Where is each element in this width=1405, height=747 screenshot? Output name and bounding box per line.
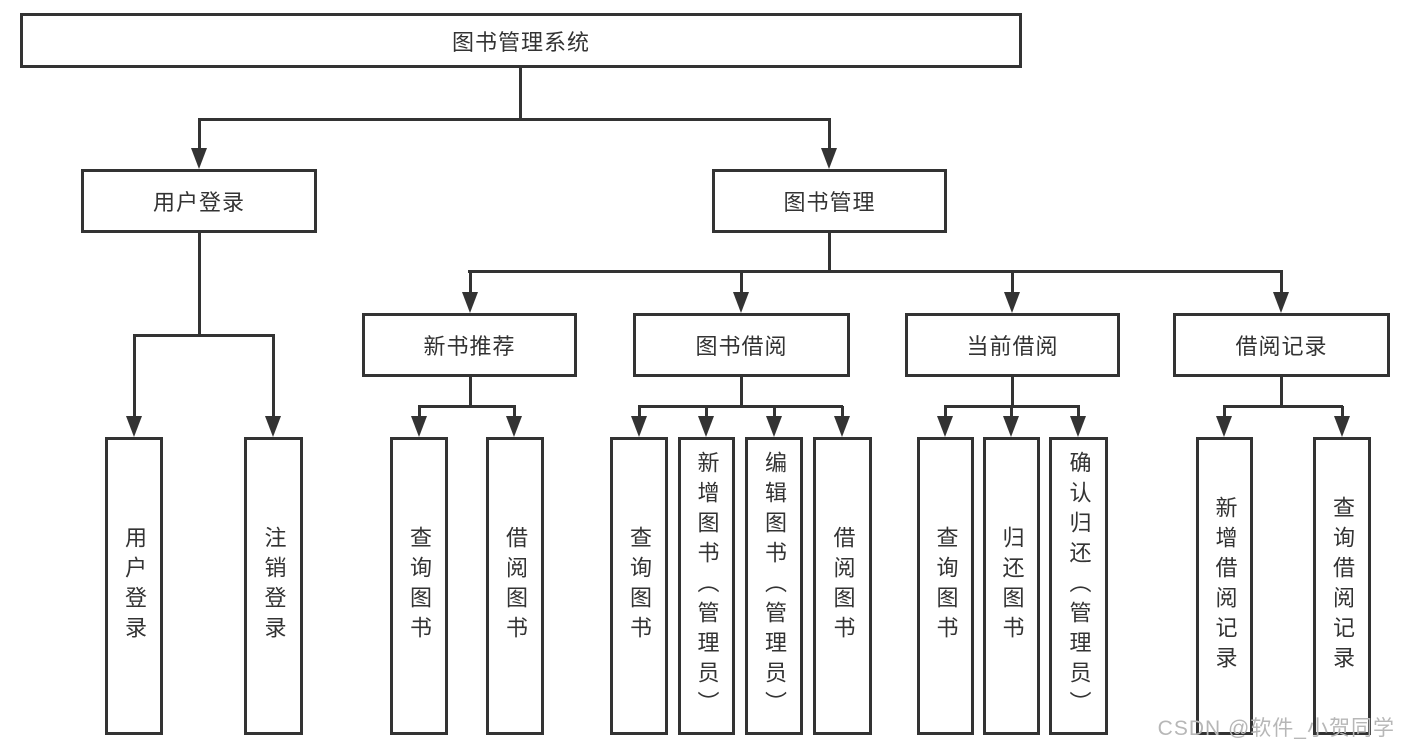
node-borrow-add-book: 新增图书（管理员） [678,437,735,735]
arrow-down-icon [506,416,522,437]
node-current-borrow: 当前借阅 [905,313,1120,377]
arrow-down-icon [1070,416,1086,437]
connector-arrow-shaft [1076,406,1080,418]
node-user-login-action: 用户登录 [105,437,163,735]
node-current-return-book: 归还图书 [983,437,1040,735]
node-root: 图书管理系统 [20,13,1022,68]
arrow-down-icon [733,292,749,313]
connector-arrow-shaft [271,335,275,418]
arrow-down-icon [191,148,207,169]
connector-arrow-shaft [840,406,844,418]
connector-arrow-shaft [772,406,776,418]
connector-line [1223,404,1343,408]
node-book-borrow: 图书借阅 [633,313,850,377]
connector-arrow-shaft [417,406,421,418]
node-book-mgmt: 图书管理 [712,169,947,233]
node-user-login: 用户登录 [81,169,317,233]
connector-arrow-shaft [943,406,947,418]
connector-line [418,404,516,408]
connector-line [197,233,201,336]
connector-arrow-shaft [512,406,516,418]
connector-line [1010,377,1014,407]
node-borrow-record: 借阅记录 [1173,313,1390,377]
connector-arrow-shaft [739,271,743,294]
connector-arrow-shaft [197,119,201,150]
connector-line [133,333,275,337]
connector-arrow-shaft [1009,406,1013,418]
connector-arrow-shaft [468,271,472,294]
connector-line [468,269,1283,273]
connector-arrow-shaft [1279,271,1283,294]
node-record-add: 新增借阅记录 [1196,437,1253,735]
connector-arrow-shaft [827,119,831,150]
connector-arrow-shaft [1340,406,1344,418]
connector-arrow-shaft [1222,406,1226,418]
arrow-down-icon [937,416,953,437]
connector-line [1279,377,1283,407]
connector-arrow-shaft [1010,271,1014,294]
arrow-down-icon [265,416,281,437]
node-borrow-query-book: 查询图书 [610,437,668,735]
connector-line [827,233,831,272]
arrow-down-icon [766,416,782,437]
arrow-down-icon [1334,416,1350,437]
arrow-down-icon [1004,292,1020,313]
node-borrow-edit-book: 编辑图书（管理员） [745,437,803,735]
csdn-watermark: CSDN @软件_小贺同学 [1157,717,1395,740]
arrow-down-icon [834,416,850,437]
connector-line [518,68,522,120]
node-borrow-borrow-book: 借阅图书 [813,437,872,735]
connector-arrow-shaft [704,406,708,418]
node-record-query: 查询借阅记录 [1313,437,1371,735]
node-current-query-book: 查询图书 [917,437,974,735]
connector-line [739,377,743,407]
connector-line [198,117,831,121]
connector-line [638,404,843,408]
arrow-down-icon [1003,416,1019,437]
arrow-down-icon [1216,416,1232,437]
connector-arrow-shaft [132,335,136,418]
arrow-down-icon [1273,292,1289,313]
arrow-down-icon [631,416,647,437]
node-current-confirm-return: 确认归还（管理员） [1049,437,1108,735]
connector-line [468,377,472,407]
arrow-down-icon [698,416,714,437]
node-logout-action: 注销登录 [244,437,303,735]
node-newrec-query-book: 查询图书 [390,437,448,735]
connector-arrow-shaft [637,406,641,418]
node-newrec-borrow-book: 借阅图书 [486,437,544,735]
node-new-book-rec: 新书推荐 [362,313,577,377]
arrow-down-icon [411,416,427,437]
arrow-down-icon [821,148,837,169]
arrow-down-icon [126,416,142,437]
arrow-down-icon [462,292,478,313]
